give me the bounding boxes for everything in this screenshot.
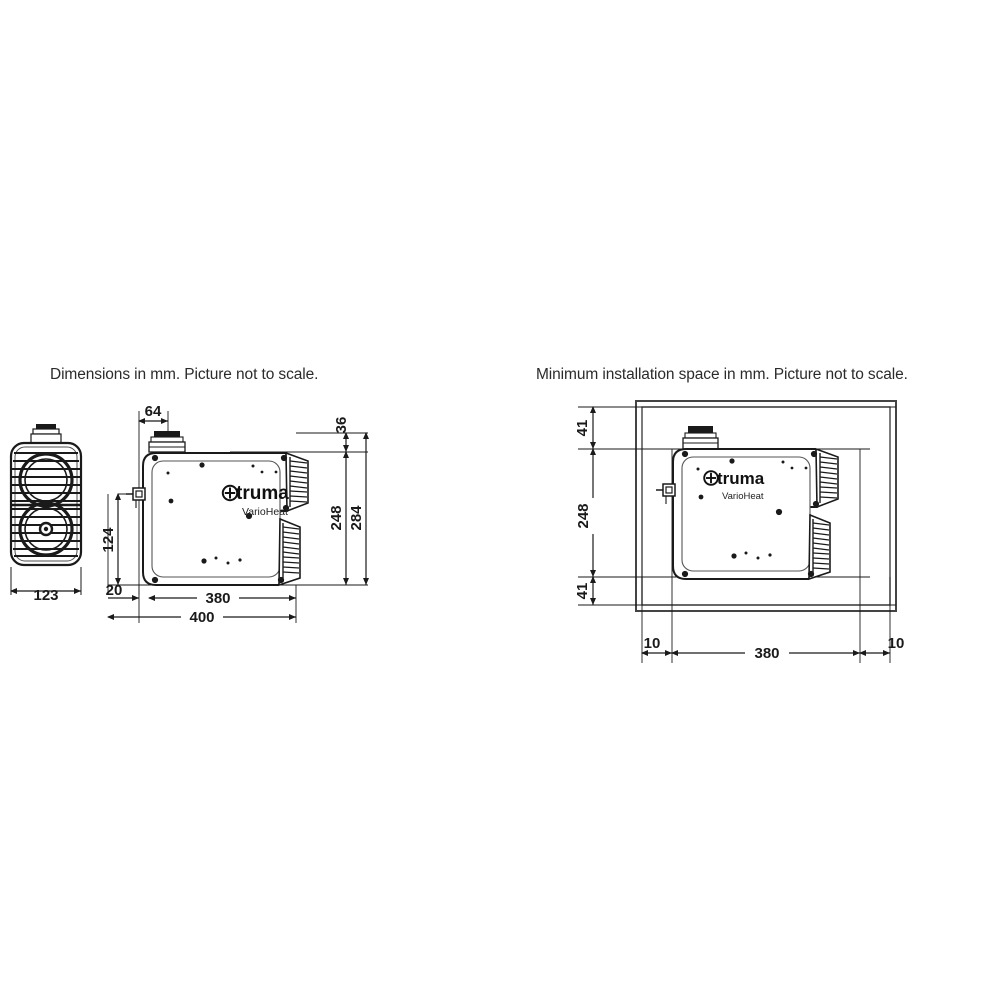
dimension-label-400: 400 bbox=[189, 609, 214, 626]
dimension-248-enclosure: 248 bbox=[575, 448, 596, 577]
dimension-label-20: 20 bbox=[106, 582, 123, 599]
flue-connector bbox=[148, 431, 186, 453]
dimension-label-380-enclosure: 380 bbox=[754, 645, 779, 662]
dimension-64: 64 bbox=[138, 403, 168, 424]
upper-fin-block bbox=[285, 451, 309, 513]
dimension-label-248: 248 bbox=[328, 505, 345, 530]
dimensions-figure: 123 64 36 248 bbox=[9, 403, 369, 626]
heater-service-panel-enclosure bbox=[681, 456, 811, 572]
dimension-400: 400 bbox=[107, 609, 296, 626]
brand-lockup-enclosure: truma VarioHeat bbox=[703, 469, 765, 502]
dimension-20: 20 bbox=[106, 582, 139, 601]
heater-unit-enclosure-view: truma VarioHeat bbox=[656, 426, 839, 581]
model-name-enclosure: VarioHeat bbox=[722, 491, 764, 502]
gas-connection-fitting bbox=[126, 487, 146, 508]
panel-fastener-dots-enclosure bbox=[696, 458, 808, 560]
dimension-label-41-bottom: 41 bbox=[574, 583, 591, 600]
dimension-380-enclosure: 380 bbox=[671, 645, 860, 662]
enclosure-extension-lines bbox=[578, 406, 896, 663]
dimension-label-10-left: 10 bbox=[644, 635, 661, 652]
brand-name-enclosure: truma bbox=[717, 469, 765, 488]
upper-fin-block-enclosure bbox=[815, 447, 839, 509]
dimension-41-top: 41 bbox=[574, 406, 596, 449]
gas-connection-fitting-enclosure bbox=[656, 483, 676, 504]
dimension-label-284: 284 bbox=[348, 505, 365, 531]
truma-mark-icon-enclosure bbox=[703, 470, 719, 486]
lower-fin-block-enclosure bbox=[808, 513, 831, 581]
installation-space-figure-caption: Minimum installation space in mm. Pictur… bbox=[536, 366, 908, 383]
heater-service-panel bbox=[151, 460, 281, 578]
mounting-bolts-enclosure bbox=[681, 450, 820, 578]
heater-unit-side-view: truma VarioHeat bbox=[126, 431, 309, 587]
dimensions-figure-caption: Dimensions in mm. Picture not to scale. bbox=[50, 366, 319, 383]
dimension-123: 123 bbox=[10, 567, 82, 604]
dimension-10-left: 10 bbox=[641, 635, 672, 656]
front-view-flue bbox=[30, 424, 62, 445]
dimension-41-bottom: 41 bbox=[574, 576, 596, 605]
dimension-36: 36 bbox=[333, 417, 350, 452]
dimension-label-36: 36 bbox=[333, 417, 350, 434]
panel-fastener-dots bbox=[166, 462, 278, 565]
mounting-bolts bbox=[151, 454, 290, 584]
dimension-label-124: 124 bbox=[100, 527, 117, 553]
brand-lockup: truma VarioHeat bbox=[221, 483, 289, 518]
brand-name: truma bbox=[236, 483, 289, 504]
flue-connector-enclosure bbox=[682, 426, 719, 450]
model-name: VarioHeat bbox=[242, 506, 288, 518]
installation-space-figure: 41 248 41 10 380 10 bbox=[574, 400, 905, 663]
truma-mark-icon bbox=[221, 484, 239, 502]
dimension-124: 124 bbox=[100, 493, 121, 585]
dimension-label-64: 64 bbox=[145, 403, 162, 420]
dimension-248: 248 bbox=[328, 451, 349, 585]
dimension-10-right: 10 bbox=[859, 635, 905, 656]
lower-fin-block bbox=[278, 517, 301, 587]
dimension-380: 380 bbox=[148, 590, 296, 607]
dimension-284: 284 bbox=[348, 432, 369, 585]
front-view bbox=[9, 424, 83, 567]
dimension-label-41-top: 41 bbox=[574, 420, 591, 437]
dimension-label-380: 380 bbox=[205, 590, 230, 607]
front-view-lower-fan-grille bbox=[18, 501, 74, 557]
dimension-label-10-right: 10 bbox=[888, 635, 905, 652]
dimension-label-123: 123 bbox=[33, 587, 58, 604]
dimension-label-248-enclosure: 248 bbox=[575, 503, 592, 528]
